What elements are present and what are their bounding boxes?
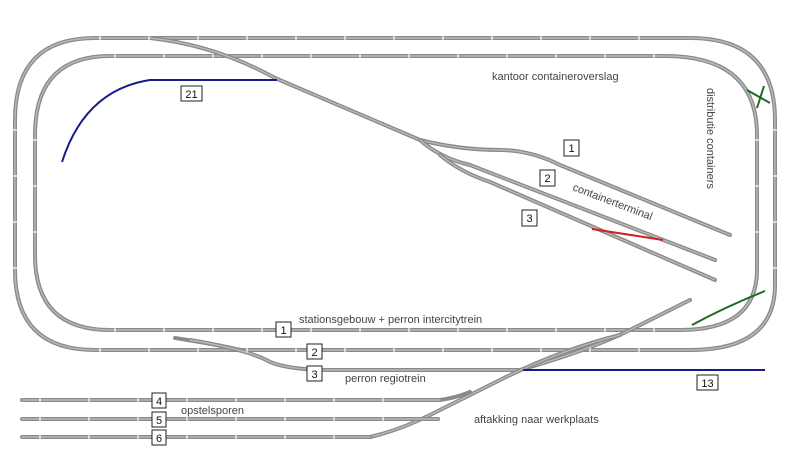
track-number-ct1: 1: [563, 139, 580, 157]
siding-track-4: [20, 390, 472, 402]
green-section: [691, 290, 766, 326]
svg-text:2: 2: [311, 347, 317, 359]
spur-21: [61, 79, 277, 163]
terminal-track-2: [418, 138, 717, 262]
red-section: [591, 228, 664, 241]
svg-text:13: 13: [701, 378, 713, 390]
terminal-track-3: [438, 153, 717, 282]
werkplaats-connection: [368, 333, 622, 439]
label-stationsgebouw: stationsgebouw + perron intercitytrein: [299, 314, 482, 326]
label-distributie: distributie containers: [704, 88, 716, 189]
track-number-st3: 3: [306, 365, 323, 382]
track-number-13: 13: [696, 374, 719, 391]
label-werkplaats: aftakking naar werkplaats: [474, 414, 599, 426]
track-number-ct3: 3: [521, 209, 538, 227]
green-cross: [746, 85, 771, 109]
svg-text:5: 5: [156, 415, 162, 427]
track-number-st2: 2: [306, 343, 323, 360]
svg-text:21: 21: [185, 89, 197, 101]
terminal-diagonal-track: [148, 36, 732, 237]
label-opstelsporen: opstelsporen: [181, 405, 244, 417]
svg-text:3: 3: [526, 213, 532, 225]
svg-text:1: 1: [280, 325, 286, 337]
inner-loop-track: [33, 54, 759, 332]
label-kantoor: kantoor containeroverslag: [492, 71, 619, 83]
label-regiotrein: perron regiotrein: [345, 373, 426, 385]
sleepers: [12, 35, 778, 440]
svg-text:3: 3: [311, 369, 317, 381]
svg-text:6: 6: [156, 433, 162, 445]
svg-text:4: 4: [156, 396, 162, 408]
track-number-21: 21: [180, 85, 203, 102]
outer-loop-track: [13, 36, 777, 352]
track-number-st1: 1: [275, 321, 292, 338]
track-number-os5: 5: [151, 411, 167, 428]
svg-text:2: 2: [544, 173, 550, 185]
track-number-ct2: 2: [539, 169, 556, 187]
svg-text:1: 1: [568, 143, 574, 155]
track-number-os4: 4: [151, 392, 167, 409]
track-number-os6: 6: [151, 429, 167, 446]
